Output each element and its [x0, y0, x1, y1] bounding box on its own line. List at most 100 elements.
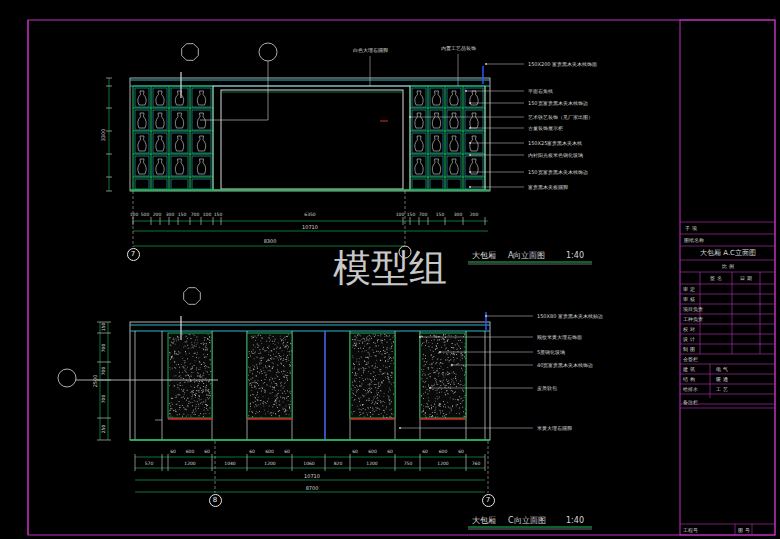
stone-speckle [248, 357, 250, 359]
stone-speckle [368, 358, 370, 360]
stone-speckle [365, 409, 367, 411]
stone-speckle [273, 348, 275, 350]
stone-speckle [205, 399, 207, 401]
stone-speckle [283, 341, 285, 343]
stone-speckle [174, 353, 176, 355]
stone-speckle [255, 364, 257, 366]
stone-speckle [185, 368, 187, 370]
stone-speckle [351, 397, 353, 399]
stone-speckle [199, 396, 201, 398]
stone-speckle [380, 371, 382, 373]
stone-speckle [389, 335, 391, 337]
stone-speckle [382, 373, 384, 375]
stone-speckle [374, 367, 376, 369]
stone-speckle [379, 386, 381, 388]
stone-speckle [208, 359, 210, 361]
stone-speckle [438, 396, 440, 398]
stone-speckle [387, 373, 389, 375]
leader-dot [451, 364, 453, 366]
stone-speckle [361, 384, 363, 386]
stone-speckle [443, 376, 445, 378]
stone-speckle [184, 361, 186, 363]
stone-speckle [268, 359, 270, 361]
stone-speckle [440, 385, 442, 387]
stone-speckle [390, 347, 392, 349]
stone-speckle [360, 375, 362, 377]
stone-speckle [173, 410, 175, 412]
stone-speckle [261, 373, 263, 375]
stone-speckle [423, 410, 425, 412]
dimension-tick [97, 440, 111, 441]
stone-speckle [423, 398, 425, 400]
dimension-tick [97, 380, 111, 381]
stone-speckle [448, 334, 450, 336]
dimension-text: 700 [191, 213, 200, 218]
stone-speckle [288, 405, 290, 407]
stone-speckle [439, 406, 441, 408]
stone-speckle [192, 347, 194, 349]
stone-speckle [449, 397, 451, 399]
stone-speckle [441, 410, 443, 412]
dimension-line [133, 231, 488, 232]
shelf-post [169, 86, 170, 190]
material-note: 150X200 富贵黑木夹木线饰面 [528, 62, 597, 67]
stone-speckle [430, 416, 432, 418]
stone-speckle [375, 355, 377, 357]
stone-speckle [381, 382, 383, 384]
vase-symbol [470, 113, 478, 128]
stone-speckle [355, 375, 357, 377]
stone-speckle [273, 381, 275, 383]
stone-speckle [440, 411, 442, 413]
stone-speckle [277, 371, 279, 373]
stone-speckle [389, 358, 391, 360]
stone-speckle [185, 351, 187, 353]
stone-speckle [366, 399, 368, 401]
dimension-tick [106, 78, 112, 79]
stone-speckle [374, 336, 376, 338]
leader-line [180, 72, 181, 98]
stone-speckle [182, 415, 184, 417]
stone-speckle [169, 416, 171, 418]
stone-speckle [359, 404, 361, 406]
stone-speckle [383, 350, 385, 352]
stone-speckle [275, 412, 277, 414]
stone-speckle [205, 387, 207, 389]
material-note: 内衬阳光板米色钢化玻璃 [528, 153, 583, 158]
stone-speckle [266, 361, 268, 363]
stone-speckle [358, 351, 360, 353]
stone-speckle [384, 372, 386, 374]
stone-speckle [254, 400, 256, 402]
stone-speckle [434, 403, 436, 405]
vase-symbol [470, 136, 478, 151]
stone-speckle [384, 410, 386, 412]
stone-speckle [256, 394, 258, 396]
stone-speckle [196, 342, 198, 344]
stone-speckle [277, 359, 279, 361]
stone-speckle [262, 396, 264, 398]
stone-speckle [443, 352, 445, 354]
section-mark [485, 312, 487, 330]
stone-speckle [256, 383, 258, 385]
stone-speckle [358, 342, 360, 344]
dimension-text: 60 [170, 450, 176, 455]
stone-speckle [381, 353, 383, 355]
stone-speckle [197, 375, 199, 377]
stone-speckle [464, 366, 466, 368]
stone-speckle [266, 384, 268, 386]
stone-speckle [281, 340, 283, 342]
stone-speckle [264, 379, 266, 381]
stone-speckle [274, 338, 276, 340]
stone-speckle [380, 340, 382, 342]
stone-speckle [360, 356, 362, 358]
vase-symbol [156, 136, 164, 151]
stone-speckle [357, 373, 359, 375]
stone-speckle [363, 396, 365, 398]
stone-speckle [438, 403, 440, 405]
stone-speckle [376, 366, 378, 368]
stone-speckle [195, 393, 197, 395]
stone-speckle [267, 359, 269, 361]
stone-speckle [374, 377, 376, 379]
vase-symbol [175, 113, 183, 128]
stone-speckle [450, 410, 452, 412]
stone-speckle [354, 364, 356, 366]
